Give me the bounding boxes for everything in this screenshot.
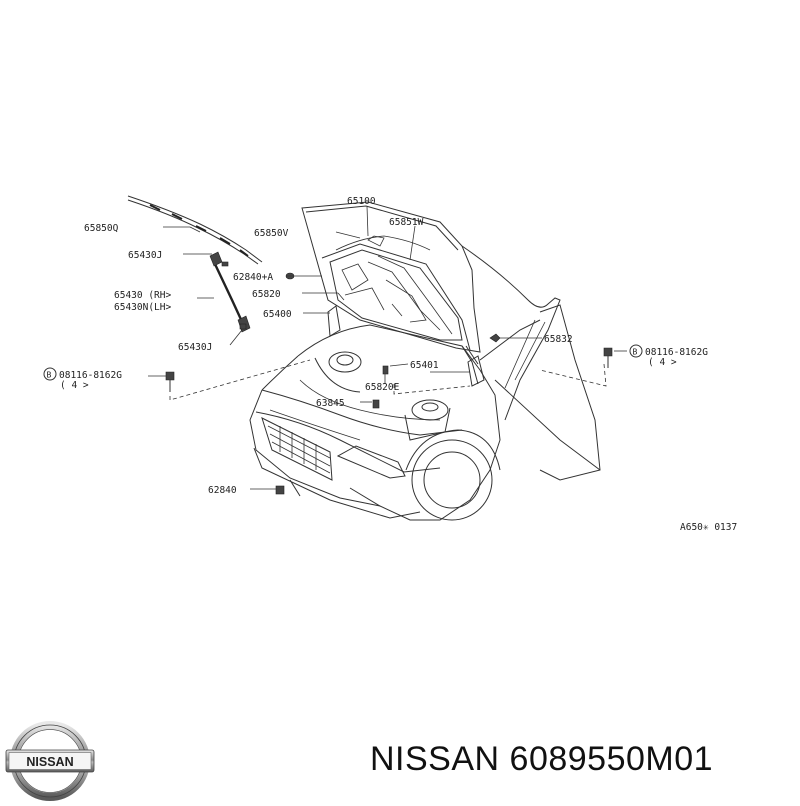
nissan-logo: NISSAN [2, 720, 98, 802]
car-body-drawing [249, 245, 601, 521]
label-65401: 65401 [410, 360, 439, 371]
label-65100: 65100 [347, 196, 376, 207]
label-65430J-bottom: 65430J [178, 342, 212, 353]
bolt-marker-left: B [43, 367, 57, 381]
hood-weatherstrip-drawing [127, 195, 263, 265]
brand-part-number: NISSAN 6089550M01 [370, 740, 714, 778]
svg-text:NISSAN: NISSAN [26, 755, 73, 769]
hood-panel-drawing [301, 201, 481, 385]
label-63845: 63845 [316, 398, 345, 409]
label-62840A: 62840+A [233, 272, 273, 283]
label-65850V: 65850V [254, 228, 289, 239]
label-65430N-lh: 65430N(LH> [114, 302, 171, 313]
label-65851W: 65851W [389, 217, 424, 228]
label-65850Q: 65850Q [84, 223, 119, 234]
label-65832: 65832 [544, 334, 573, 345]
figure-code: A650✳ 0137 [680, 522, 737, 533]
label-bolt-right-qty: ( 4 > [648, 357, 677, 368]
leader-lines [148, 205, 627, 490]
label-65430-rh: 65430 (RH> [114, 290, 171, 301]
label-62840: 62840 [208, 485, 237, 496]
label-bolt-left: 08116-8162G [59, 370, 122, 381]
label-bolt-left-qty: ( 4 > [60, 380, 89, 391]
label-65820: 65820 [252, 289, 281, 300]
bolt-marker-right: B [629, 344, 643, 358]
label-bolt-right: 08116-8162G [645, 347, 708, 358]
label-65430J-top: 65430J [128, 250, 162, 261]
label-65400: 65400 [263, 309, 292, 320]
label-65820E: 65820E [365, 382, 400, 393]
svg-text:B: B [633, 348, 638, 357]
hood-support-drawing [209, 251, 485, 387]
svg-text:B: B [47, 371, 52, 380]
